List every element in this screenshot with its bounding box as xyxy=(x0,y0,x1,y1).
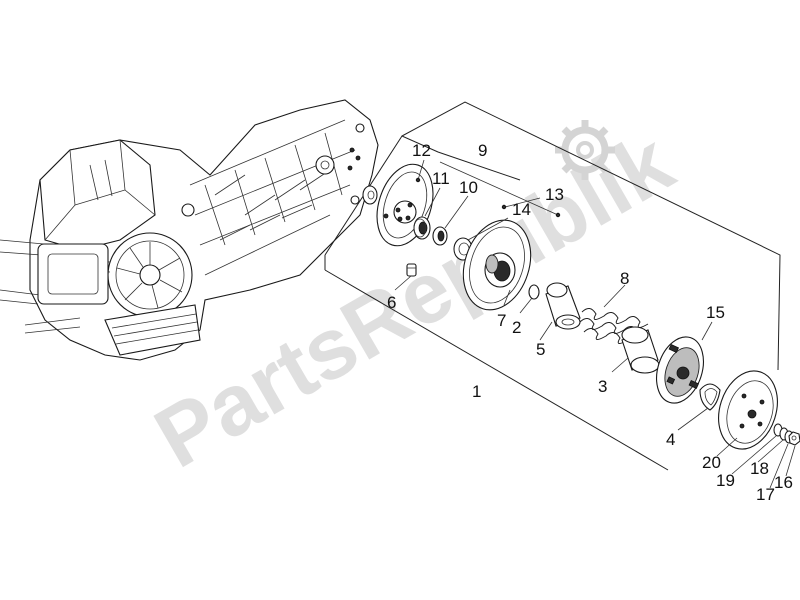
callout-11: 11 xyxy=(432,169,450,188)
clutch-parts xyxy=(362,163,800,450)
callout-20: 20 xyxy=(702,453,721,472)
callout-17: 17 xyxy=(756,485,775,504)
part-3-retainer xyxy=(621,326,660,374)
callout-10: 10 xyxy=(459,178,478,197)
part-2-ring xyxy=(528,284,540,300)
callout-labels: 1 2 3 4 5 6 7 8 9 10 11 12 13 14 15 16 1… xyxy=(387,141,793,504)
part-5-sleeve xyxy=(545,282,581,330)
part-15-clutch xyxy=(656,336,704,404)
part-4-spacer xyxy=(699,383,721,411)
callout-18: 18 xyxy=(750,459,769,478)
callout-4: 4 xyxy=(666,430,675,449)
callout-1: 1 xyxy=(472,382,481,401)
part-10-ring xyxy=(432,226,448,246)
part-11-bearing xyxy=(413,216,431,240)
callout-7: 7 xyxy=(497,311,506,330)
callout-6: 6 xyxy=(387,293,396,312)
callout-5: 5 xyxy=(536,340,545,359)
gear-icon xyxy=(555,120,615,180)
callout-19: 19 xyxy=(716,471,735,490)
part-seal-left xyxy=(362,185,378,205)
callout-3: 3 xyxy=(598,377,607,396)
callout-14: 14 xyxy=(512,200,531,219)
callout-13: 13 xyxy=(545,185,564,204)
callout-2: 2 xyxy=(512,318,521,337)
callout-15: 15 xyxy=(706,303,725,322)
callout-12: 12 xyxy=(412,141,431,160)
callout-9: 9 xyxy=(478,141,487,160)
part-16-nut xyxy=(788,431,800,446)
leader-lines xyxy=(394,159,796,489)
callout-8: 8 xyxy=(620,269,629,288)
part-6-roller xyxy=(406,263,417,277)
part-7-movable-half-pulley xyxy=(462,219,532,311)
part-20-clutch-bell xyxy=(718,370,778,450)
engine-crankcase xyxy=(0,99,379,361)
callout-16: 16 xyxy=(774,473,793,492)
